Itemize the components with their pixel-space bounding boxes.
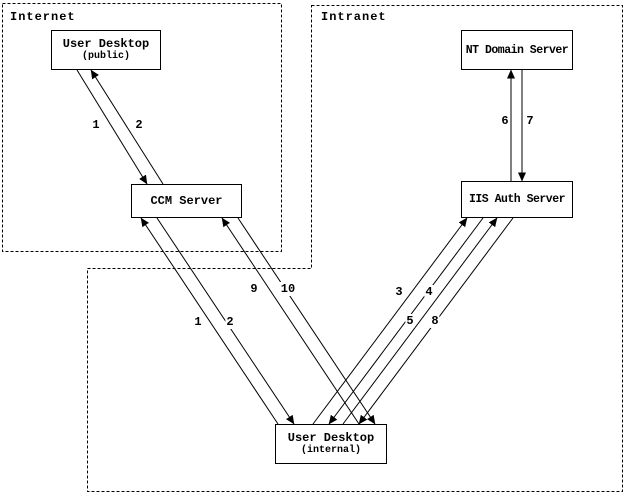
- node-title: User Desktop: [287, 431, 375, 445]
- arrow-internal-desktop-to-ccm: [140, 217, 279, 425]
- node-nt-domain-server: NT Domain Server: [461, 30, 573, 70]
- node-title: IIS Auth Server: [468, 193, 566, 206]
- flow-step-label-iis-credentials: 5: [405, 314, 415, 328]
- flow-step-label-iis-response: 8: [430, 314, 440, 328]
- arrow-internal-desktop-to-ccm-auth: [221, 217, 360, 425]
- flow-step-label-public-request: 1: [91, 118, 101, 132]
- node-title: CCM Server: [150, 193, 223, 208]
- flow-step-label-internal-response: 2: [225, 315, 235, 329]
- node-subtitle: (public): [81, 51, 130, 62]
- flow-step-label-internal-request: 1: [193, 315, 203, 329]
- arrow-internal-desktop-to-iis-credentials: [342, 217, 498, 425]
- node-iis-auth-server: IIS Auth Server: [461, 181, 573, 218]
- internet-zone-label: Internet: [10, 10, 76, 24]
- arrow-internal-desktop-to-iis-request: [312, 217, 468, 425]
- node-title: User Desktop: [62, 37, 150, 51]
- flow-step-label-iis-request: 3: [394, 285, 404, 299]
- flow-step-label-nt-response: 7: [525, 114, 535, 128]
- node-user-desktop-public: User Desktop (public): [51, 30, 161, 70]
- flow-step-label-iis-challenge: 4: [424, 285, 434, 299]
- node-title: NT Domain Server: [465, 43, 569, 57]
- flow-step-label-public-response: 2: [134, 118, 144, 132]
- node-ccm-server: CCM Server: [131, 184, 242, 218]
- flow-step-label-nt-request: 6: [500, 114, 510, 128]
- node-subtitle: (internal): [300, 445, 361, 456]
- arrow-ccm-to-internal-desktop-auth: [237, 217, 376, 425]
- arrow-public-desktop-to-ccm: [76, 69, 148, 185]
- node-user-desktop-internal: User Desktop (internal): [275, 424, 387, 464]
- arrow-ccm-to-public-desktop: [90, 69, 164, 185]
- flow-step-label-ccm-auth-response: 10: [279, 282, 297, 296]
- intranet-zone-border: [87, 5, 623, 492]
- internet-zone-border: [2, 3, 282, 252]
- flow-step-label-ccm-auth-request: 9: [249, 282, 259, 296]
- intranet-zone-label: Intranet: [321, 10, 387, 24]
